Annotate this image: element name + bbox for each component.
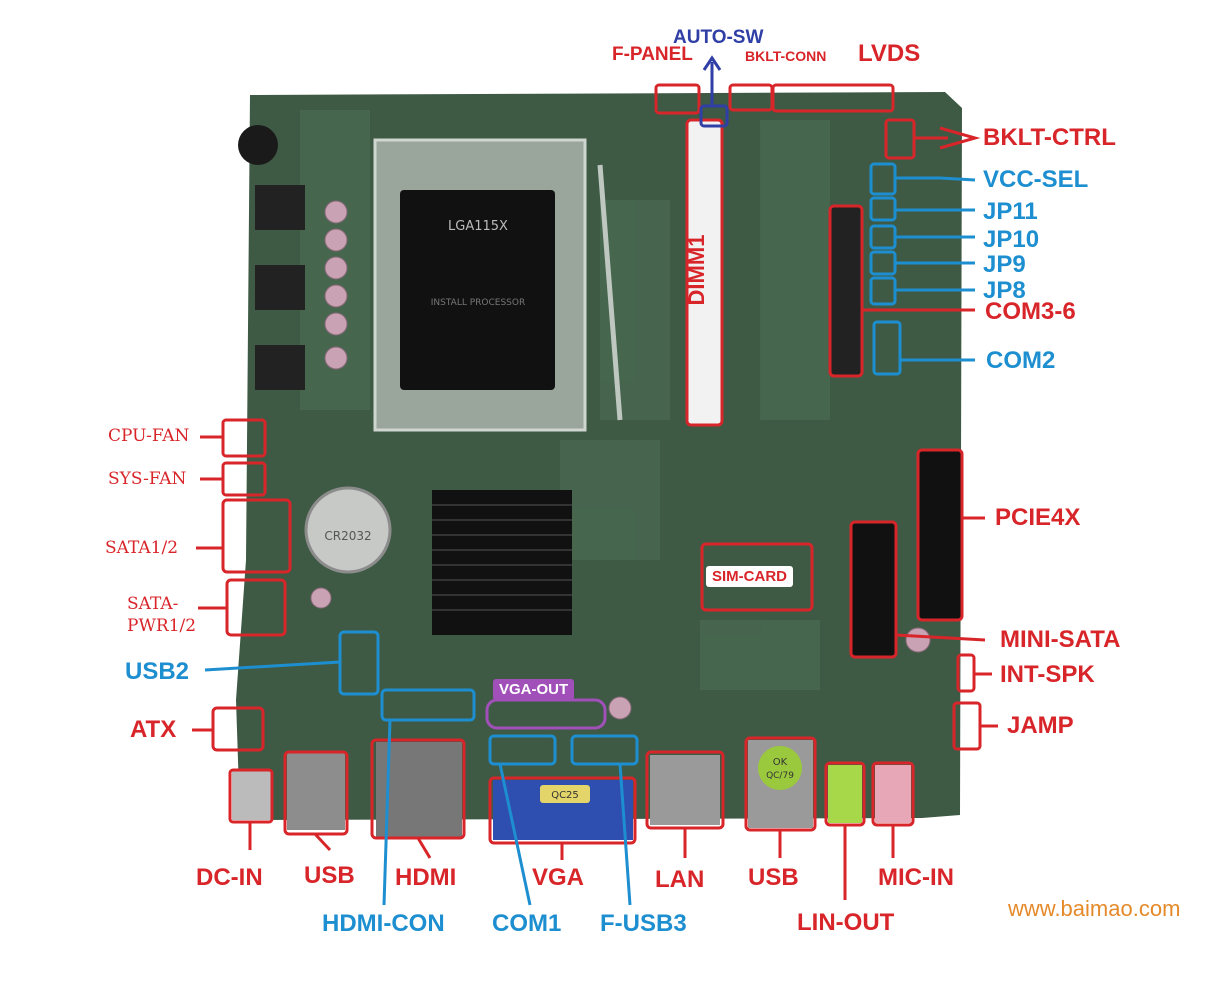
qc-sticker-top: QC25: [551, 790, 579, 801]
pcie-slot: [916, 448, 964, 622]
label-f-usb3: F-USB3: [600, 910, 687, 937]
label-cpu-fan: CPU-FAN: [108, 426, 190, 446]
label-mic-in: MIC-IN: [878, 864, 954, 891]
label-auto-sw: AUTO-SW: [673, 27, 764, 48]
label-int-spk: INT-SPK: [1000, 661, 1095, 688]
label-jp10: JP10: [983, 226, 1040, 253]
label-com3-6: COM3-6: [985, 298, 1076, 325]
label-sim-card: SIM-CARD: [706, 566, 793, 587]
label-atx: ATX: [130, 716, 177, 743]
label-pcie4x: PCIE4X: [995, 504, 1081, 531]
socket-lever: [597, 164, 623, 421]
qc-sticker-ok: OK: [773, 757, 788, 768]
rear-io: QC25 OK QC/79: [232, 740, 911, 840]
com3-6-header: [828, 204, 864, 378]
label-f-panel: F-PANEL: [612, 44, 693, 65]
label-vga-out: VGA-OUT: [493, 679, 575, 700]
cmos-battery: [304, 486, 392, 574]
label-usb-right: USB: [748, 864, 799, 891]
label-jp8: JP8: [983, 277, 1026, 304]
label-lvds: LVDS: [858, 40, 921, 67]
battery-text: CR2032: [324, 529, 371, 543]
mini-pcie-slot: [849, 520, 898, 659]
label-usb2: USB2: [125, 658, 190, 685]
label-sata12: SATA1/2: [105, 538, 179, 558]
label-dc-in: DC-IN: [196, 864, 263, 891]
socket-text: LGA115X: [448, 219, 508, 234]
pointer-arrows: [192, 55, 998, 906]
label-bklt-ctrl: BKLT-CTRL: [983, 124, 1116, 151]
label-lin-out: LIN-OUT: [797, 909, 895, 936]
label-usb-left: USB: [304, 862, 355, 889]
watermark: www.baimao.com: [1008, 896, 1181, 921]
label-vga: VGA: [532, 864, 585, 891]
label-vcc-sel: VCC-SEL: [983, 166, 1089, 193]
label-jamp: JAMP: [1007, 712, 1074, 739]
label-com2: COM2: [986, 347, 1056, 374]
dimm-label: DIMM1: [684, 235, 709, 306]
label-sata-pwr-line1: SATA-: [127, 594, 179, 614]
label-jp11: JP11: [983, 198, 1038, 225]
power-chokes: [255, 185, 305, 390]
label-sys-fan: SYS-FAN: [108, 469, 187, 489]
chipset-heatsink: [432, 490, 572, 635]
label-bklt-conn: BKLT-CONN: [745, 48, 827, 64]
label-hdmi: HDMI: [395, 864, 457, 891]
label-jp9: JP9: [983, 251, 1026, 278]
capacitors: [310, 200, 931, 720]
cpu-socket-cover: [400, 190, 555, 390]
socket-subtext: INSTALL PROCESSOR: [431, 298, 525, 308]
label-mini-sata: MINI-SATA: [1000, 626, 1121, 653]
label-hdmi-con: HDMI-CON: [322, 910, 445, 937]
label-com1: COM1: [492, 910, 562, 937]
label-lan: LAN: [655, 866, 705, 893]
buzzer: [238, 125, 278, 165]
dimm-slot: [685, 118, 724, 427]
qc-sticker-code: QC/79: [766, 771, 794, 781]
label-sata-pwr-line2: PWR1/2: [127, 616, 197, 636]
